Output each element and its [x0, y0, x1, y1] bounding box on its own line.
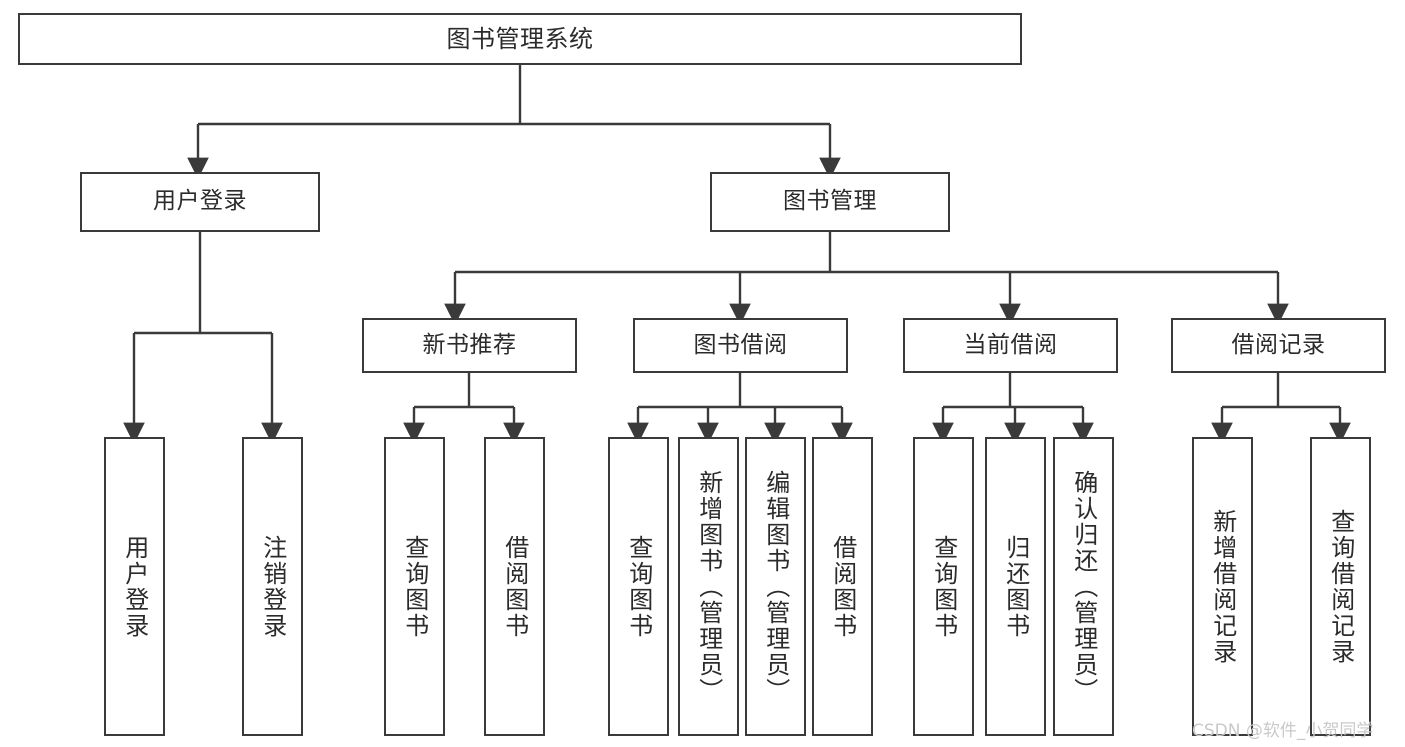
node-current-borrow-label: 当前借阅: [963, 331, 1058, 358]
node-root[interactable]: 图书管理系统: [18, 13, 1022, 65]
leaf-label: 新增图书（管理员）: [694, 469, 723, 704]
leaf-label: 注销登录: [258, 534, 287, 639]
leaf-label: 借阅图书: [500, 534, 529, 639]
leaf-label: 编辑图书（管理员）: [761, 469, 790, 704]
leaf-current-borrow-confirm-return[interactable]: 确认归还（管理员）: [1053, 437, 1114, 736]
leaf-label: 查询借阅记录: [1326, 508, 1355, 665]
leaf-book-borrow-query[interactable]: 查询图书: [608, 437, 669, 736]
leaf-label: 借阅图书: [828, 534, 857, 639]
leaf-book-borrow-add[interactable]: 新增图书（管理员）: [678, 437, 739, 736]
node-user-login[interactable]: 用户登录: [80, 172, 320, 232]
leaf-borrow-record-query[interactable]: 查询借阅记录: [1310, 437, 1371, 736]
leaf-new-book-borrow[interactable]: 借阅图书: [484, 437, 545, 736]
leaf-label: 查询图书: [624, 534, 653, 639]
leaf-user-login-logout[interactable]: 注销登录: [242, 437, 303, 736]
leaf-current-borrow-query[interactable]: 查询图书: [913, 437, 974, 736]
leaf-book-borrow-edit[interactable]: 编辑图书（管理员）: [745, 437, 806, 736]
leaf-label: 用户登录: [120, 534, 149, 639]
leaf-label: 新增借阅记录: [1208, 508, 1237, 665]
csdn-watermark: CSDN @软件_小贺同学: [1192, 721, 1374, 741]
leaf-borrow-record-add[interactable]: 新增借阅记录: [1192, 437, 1253, 736]
leaf-current-borrow-return[interactable]: 归还图书: [985, 437, 1046, 736]
node-new-book-recommend[interactable]: 新书推荐: [362, 318, 577, 373]
node-book-borrow[interactable]: 图书借阅: [633, 318, 848, 373]
leaf-label: 查询图书: [400, 534, 429, 639]
node-root-label: 图书管理系统: [446, 24, 594, 53]
leaf-label: 查询图书: [929, 534, 958, 639]
leaf-new-book-query[interactable]: 查询图书: [384, 437, 445, 736]
leaf-book-borrow-borrow[interactable]: 借阅图书: [812, 437, 873, 736]
leaf-label: 确认归还（管理员）: [1069, 469, 1098, 704]
leaf-label: 归还图书: [1001, 534, 1030, 639]
node-book-borrow-label: 图书借阅: [693, 331, 788, 358]
node-new-book-recommend-label: 新书推荐: [422, 331, 517, 358]
node-borrow-record[interactable]: 借阅记录: [1171, 318, 1386, 373]
node-book-management[interactable]: 图书管理: [710, 172, 950, 232]
node-borrow-record-label: 借阅记录: [1231, 331, 1326, 358]
node-user-login-label: 用户登录: [153, 188, 247, 215]
node-current-borrow[interactable]: 当前借阅: [903, 318, 1118, 373]
leaf-user-login-login[interactable]: 用户登录: [104, 437, 165, 736]
node-book-management-label: 图书管理: [783, 188, 877, 215]
